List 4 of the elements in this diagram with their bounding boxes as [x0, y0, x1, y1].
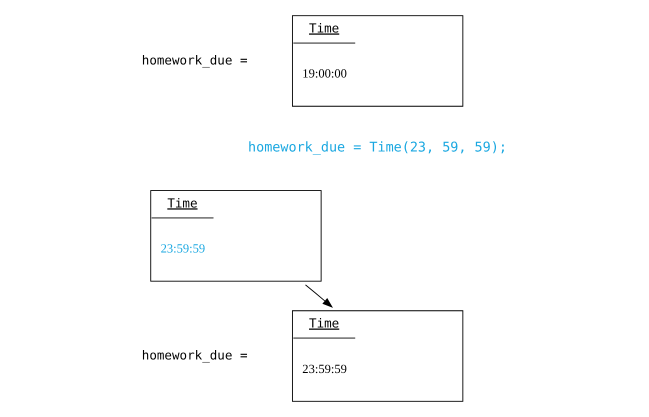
arrow — [305, 284, 333, 308]
node-label: homework_due = — [142, 347, 248, 362]
node-label: homework_due = — [142, 52, 248, 68]
label: homework_due = Time(23, 59, 59); — [248, 140, 507, 156]
